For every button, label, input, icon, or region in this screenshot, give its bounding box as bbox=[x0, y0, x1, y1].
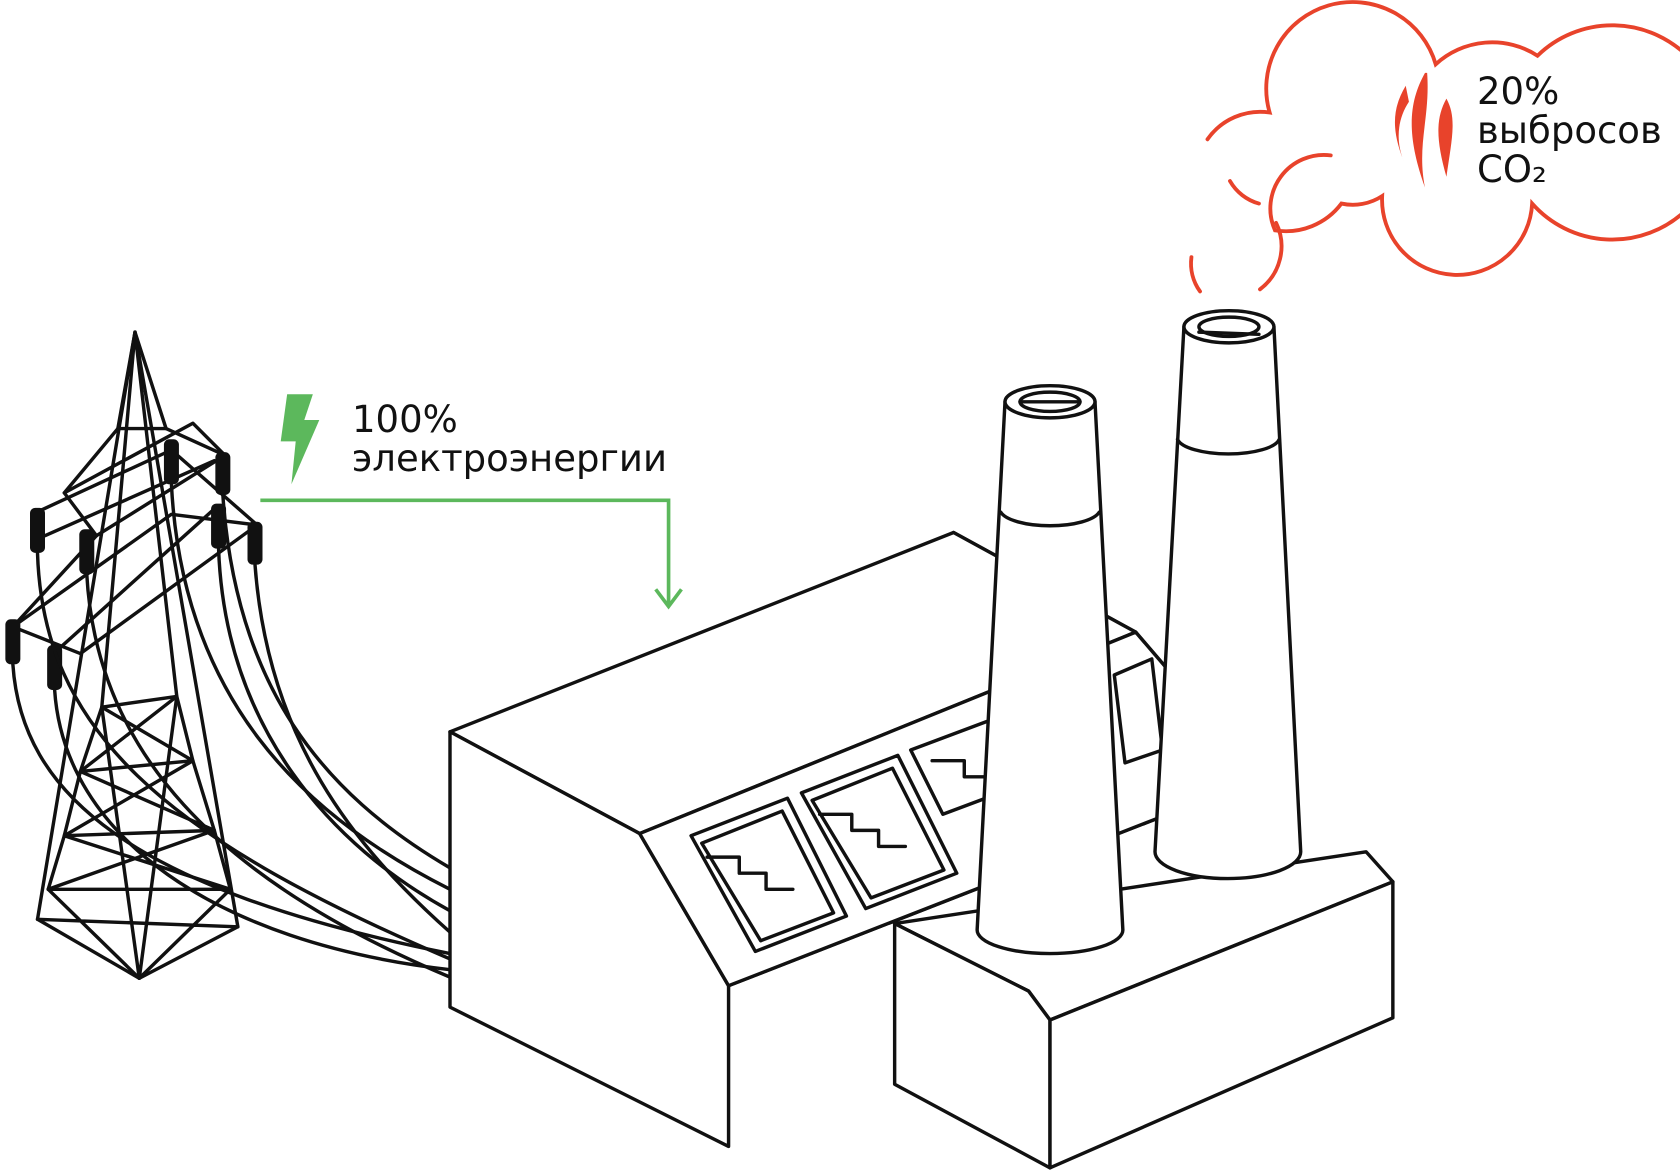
insulators bbox=[5, 439, 263, 690]
energy-text: электроэнергии bbox=[352, 437, 668, 480]
emissions-text: выбросов bbox=[1477, 109, 1662, 152]
emissions-label: 20% выбросов CO₂ bbox=[1477, 72, 1662, 189]
heat-waves-icon bbox=[1394, 72, 1453, 188]
energy-label: 100% электроэнергии bbox=[352, 400, 667, 478]
power-cables bbox=[11, 482, 452, 979]
co2-cloud bbox=[1189, 0, 1680, 294]
power-tower bbox=[11, 330, 259, 980]
chimney-left bbox=[975, 384, 1125, 956]
energy-arrow bbox=[260, 498, 683, 610]
factory-windows bbox=[689, 657, 1165, 954]
chimney-right bbox=[1153, 309, 1303, 881]
energy-value: 100% bbox=[352, 398, 458, 441]
factory bbox=[448, 309, 1395, 1170]
emissions-value: 20% bbox=[1477, 70, 1560, 113]
lightning-icon bbox=[280, 394, 320, 485]
emissions-gas: CO₂ bbox=[1477, 148, 1547, 191]
